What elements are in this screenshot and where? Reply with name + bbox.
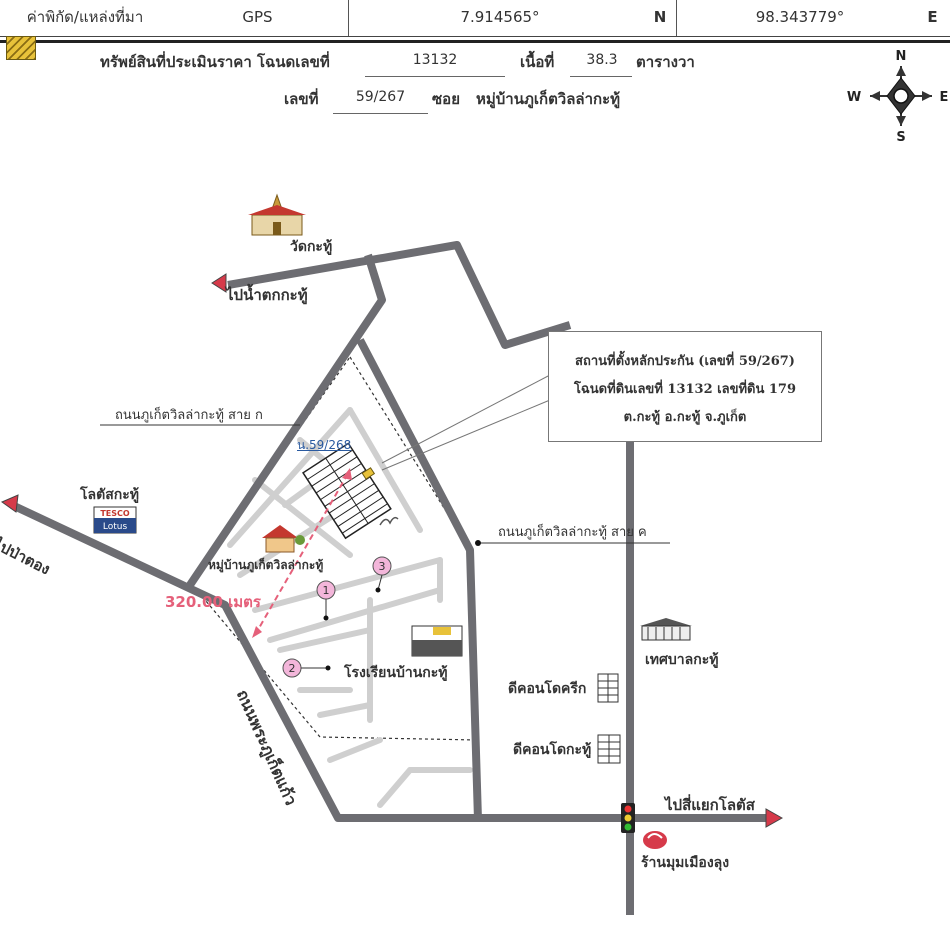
svg-text:2: 2: [289, 662, 296, 675]
road-c: [356, 338, 482, 821]
road-a: [186, 253, 386, 588]
to-waterfall-label: ไปน้ำตกกะทู้: [226, 286, 308, 304]
condo-building-icon: [597, 673, 619, 703]
deed-number: 13132: [412, 52, 458, 68]
compass-n: N: [896, 49, 907, 64]
compass-s: S: [896, 130, 905, 144]
main-roads: [10, 241, 775, 915]
school-label: โรงเรียนบ้านกะทู้: [344, 665, 448, 681]
svg-text:1: 1: [323, 584, 330, 597]
compass-rose: N S W E: [847, 49, 949, 144]
marker-2: 2: [282, 658, 331, 678]
condo-2-label: ดีคอนโดกะทู้: [513, 742, 592, 758]
collateral-callout: สถานที่ตั้งหลักประกัน (เลขที่ 59/267) โฉ…: [548, 331, 822, 442]
village-inner-roads: [227, 407, 473, 808]
callout-line-2: โฉนดที่ดินเลขที่ 13132 เลขที่ดิน 179: [573, 382, 797, 397]
arrow-to-waterfall-icon: [211, 273, 227, 293]
coord-label: ค่าพิกัด/แหล่งที่มา: [26, 8, 144, 26]
arrow-to-patong-icon: [0, 494, 19, 513]
header-divider: [348, 0, 349, 36]
lotus-label: โลตัสกะทู้: [80, 487, 139, 503]
marker-1: 1: [316, 580, 336, 621]
soi-label: ซอย: [432, 90, 460, 108]
header-rule: [0, 40, 950, 43]
shop-icon: [643, 831, 667, 849]
compass-e: E: [940, 90, 949, 105]
distance-label: 320.00 เมตร: [165, 593, 261, 611]
coord-source: GPS: [242, 8, 273, 26]
deed-label: ทรัพย์สินที่ประเมินราคา โฉนดเลขที่: [100, 53, 330, 71]
callout-line-3: ต.กะทู้ อ.กะทู้ จ.ภูเก็ต: [623, 410, 747, 425]
village-house-icon: [262, 525, 305, 553]
temple-label: วัดกะทู้: [290, 239, 333, 255]
village-name: หมู่บ้านภูเก็ตวิลล่ากะทู้: [476, 90, 621, 108]
municipality-label: เทศบาลกะทู้: [645, 652, 719, 668]
coordinate-header: ค่าพิกัด/แหล่งที่มา GPS 7.914565° N 98.3…: [0, 0, 950, 37]
svg-text:TESCO: TESCO: [100, 509, 130, 518]
distance-arrow-icon: [252, 626, 262, 638]
area-unit: ตารางวา: [636, 53, 695, 71]
latitude-value: 7.914565°: [460, 8, 540, 26]
callout-line-1: สถานที่ตั้งหลักประกัน (เลขที่ 59/267): [575, 354, 795, 369]
latitude-dir: N: [653, 8, 667, 26]
shop-label: ร้านมุมเมืองลุง: [641, 855, 730, 871]
address-underline: [333, 113, 428, 114]
municipality-icon: [640, 618, 692, 641]
arrow-to-intersection-icon: [765, 808, 784, 828]
property-block: [302, 442, 392, 540]
address-no-value: 59/267: [355, 89, 406, 105]
temple-icon: [248, 193, 306, 236]
callout-leader: [381, 399, 551, 471]
school-icon: [411, 625, 463, 657]
area-underline: [570, 76, 632, 77]
traffic-light-icon: [621, 803, 635, 833]
marker-3: 3: [372, 556, 392, 593]
compass-w: W: [847, 90, 861, 105]
distance-line: [254, 469, 351, 636]
address-no-label: เลขที่: [284, 90, 319, 108]
svg-text:Lotus: Lotus: [103, 522, 128, 532]
road-pra-phuket-kaew: [10, 501, 775, 822]
road-c-label: ถนนภูเก็ตวิลล่ากะทู้ สาย ค: [498, 525, 647, 540]
road-north: [227, 241, 572, 349]
road-a-label: ถนนภูเก็ตวิลล่ากะทู้ สาย ก: [115, 408, 263, 423]
road-c-dot: [475, 540, 481, 546]
to-intersection-label: ไปสี่แยกโลตัส: [665, 796, 755, 814]
area-label: เนื้อที่: [520, 53, 555, 71]
longitude-dir: E: [927, 8, 938, 26]
tesco-lotus-logo: TESCO Lotus: [93, 506, 137, 534]
decorative-sketch-icon: [379, 516, 399, 526]
deed-underline: [365, 76, 505, 77]
legend-swatch: [6, 36, 36, 60]
svg-text:3: 3: [379, 560, 386, 573]
longitude-value: 98.343779°: [755, 8, 845, 26]
area-value: 38.3: [586, 52, 618, 68]
condo-1-label: ดีคอนโดครีก: [508, 681, 587, 697]
header-divider: [676, 0, 677, 36]
subject-parcel: [361, 467, 376, 480]
neighbor-house-label: น.59/268: [297, 438, 352, 452]
distance-arrow-icon: [342, 468, 352, 480]
condo-building-icon: [597, 734, 621, 764]
callout-leader: [381, 374, 551, 464]
village-label: หมู่บ้านภูเก็ตวิลล่ากะทู้: [208, 558, 324, 572]
